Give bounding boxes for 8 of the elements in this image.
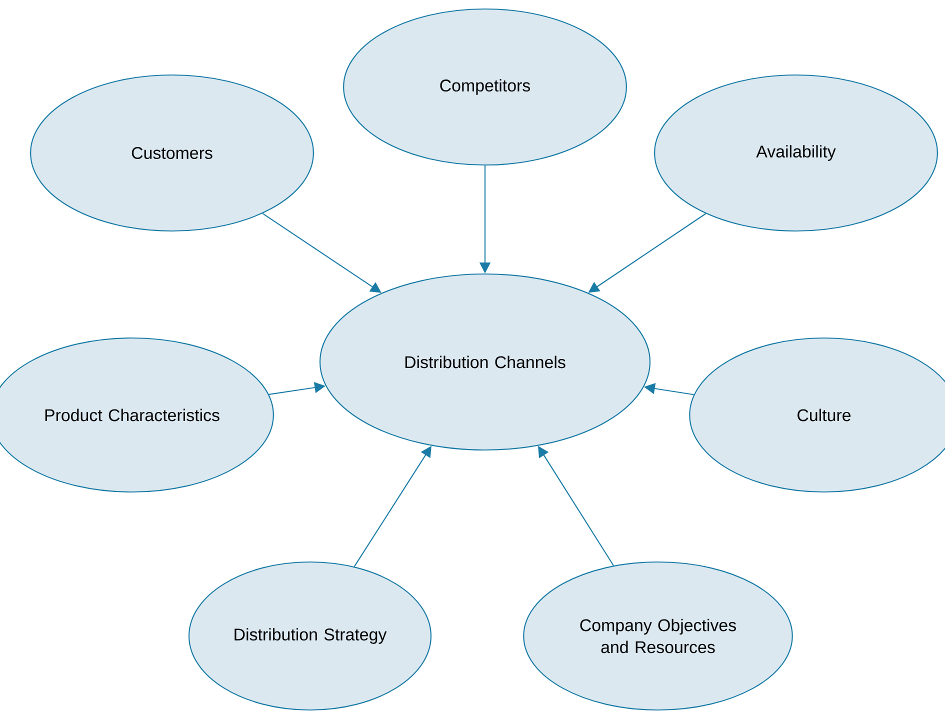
ellipse-node: Availability	[654, 74, 938, 232]
ellipse-node: Distribution Strategy	[188, 561, 432, 711]
ellipse-node: Distribution Channels	[319, 273, 651, 451]
ellipse-node: Customers	[30, 74, 314, 232]
ellipse-node: Company Objectives and Resources	[523, 561, 793, 711]
ellipse-node: Competitors	[343, 8, 627, 166]
ellipse-node: Culture	[689, 337, 945, 493]
arrow	[262, 213, 382, 293]
